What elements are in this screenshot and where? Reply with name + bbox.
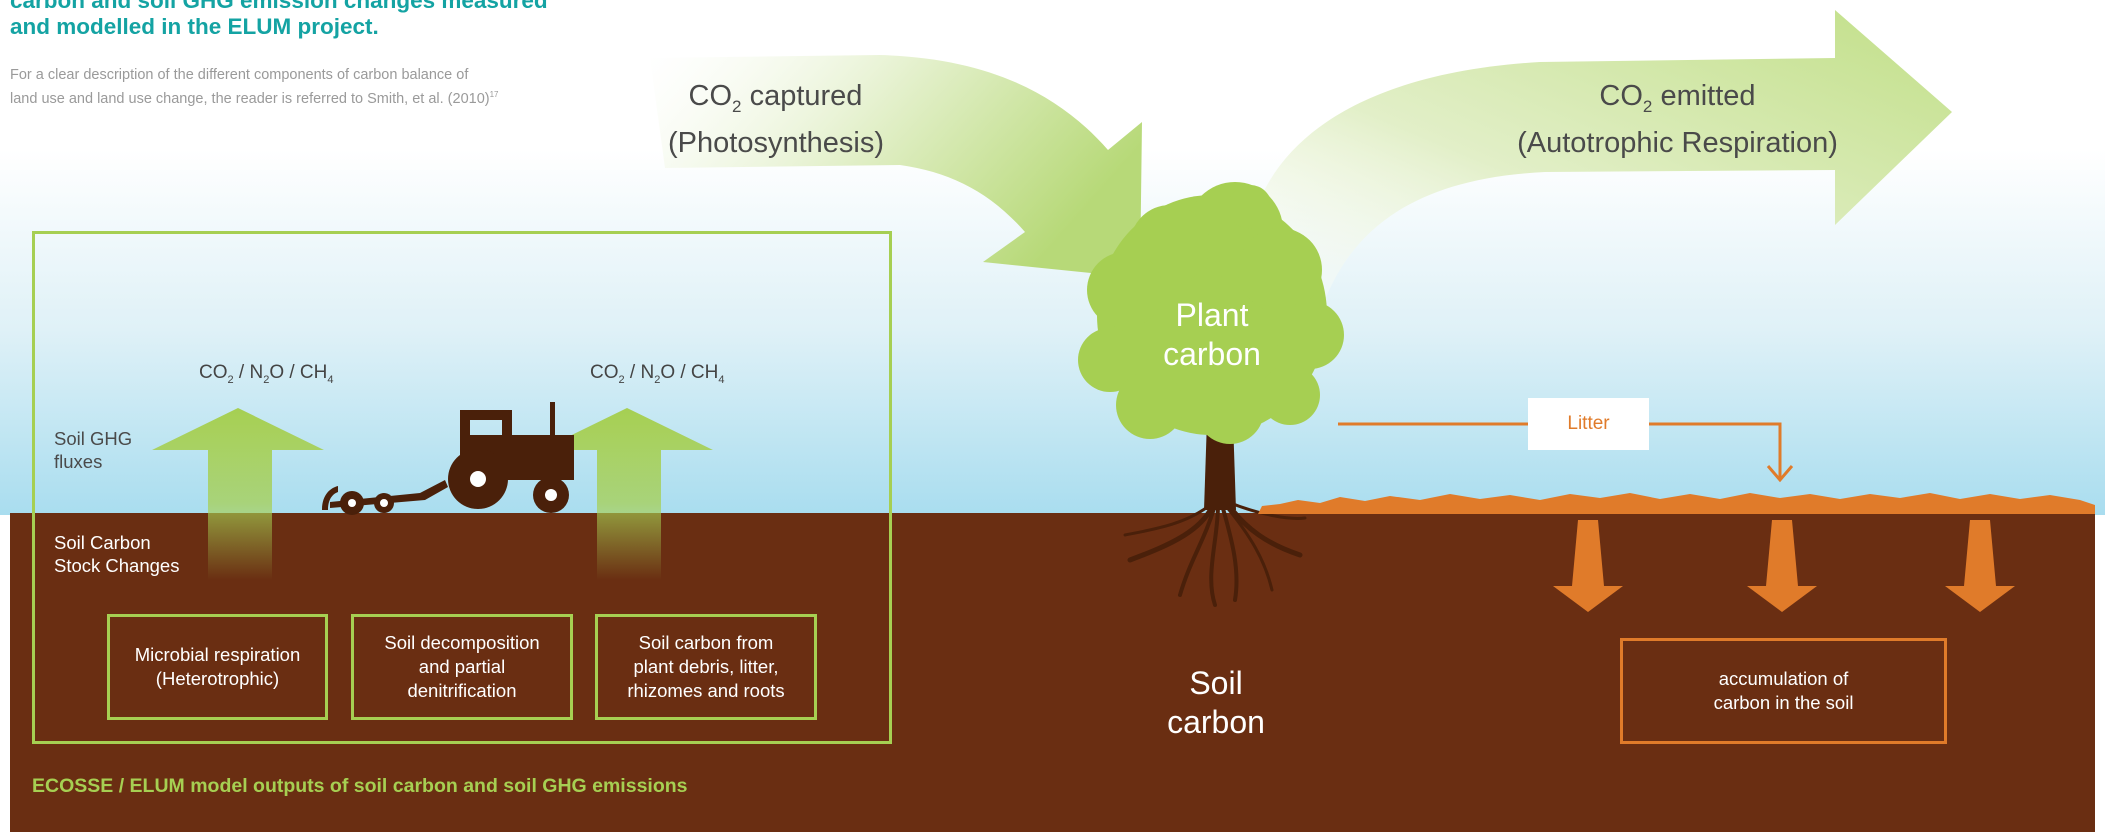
title-line: and modelled in the ELUM project. (10, 14, 379, 39)
reference-number: 17 (489, 90, 499, 99)
title-line: carbon and soil GHG emission changes mea… (10, 0, 548, 13)
intro-text: For a clear description of the different… (10, 66, 600, 109)
up-arrow-icon (541, 408, 713, 580)
process-box-soil-carbon-from-debris: Soil carbon from plant debris, litter, r… (595, 614, 817, 720)
soil-carbon-label: Soil carbon (1167, 665, 1265, 740)
model-outputs-box (32, 231, 892, 744)
page-title: carbon and soil GHG emission changes mea… (10, 0, 610, 40)
soil-carbon-stock-label: Soil Carbon Stock Changes (54, 532, 180, 576)
tractor-wheel-hubs (348, 471, 557, 507)
litter-layer (1258, 493, 2095, 514)
co2-captured-label: CO2 captured (Photosynthesis) (668, 80, 884, 159)
gas-label-right: CO2 / N2O / CH4 (590, 362, 725, 386)
up-arrow-icon (152, 408, 324, 580)
co2-emitted-label: CO2 emitted (Autotrophic Respiration) (1517, 80, 1838, 159)
process-box-soil-decomposition: Soil decomposition and partial denitrifi… (351, 614, 573, 720)
co2-captured-arrow (650, 55, 1142, 278)
litter-label: Litter (1528, 398, 1649, 450)
intro-line: For a clear description of the different… (10, 67, 469, 83)
soil-ghg-fluxes-label: Soil GHG fluxes (54, 428, 133, 472)
gas-label-left: CO2 / N2O / CH4 (199, 362, 334, 386)
accumulation-box: accumulation of carbon in the soil (1620, 638, 1947, 744)
co2-emitted-arrow (1262, 10, 1952, 300)
tree-icon (1078, 182, 1344, 444)
plant-carbon-label: Plant carbon (1163, 297, 1261, 372)
litter-connector (1338, 422, 1794, 483)
footer-caption: ECOSSE / ELUM model outputs of soil carb… (32, 775, 688, 797)
tree-roots (1123, 497, 1307, 607)
soil-ground (10, 513, 2095, 832)
intro-line: land use and land use change, the reader… (10, 90, 499, 107)
process-box-microbial-respiration: Microbial respiration (Heterotrophic) (107, 614, 328, 720)
down-arrow-icon (1553, 520, 2015, 612)
